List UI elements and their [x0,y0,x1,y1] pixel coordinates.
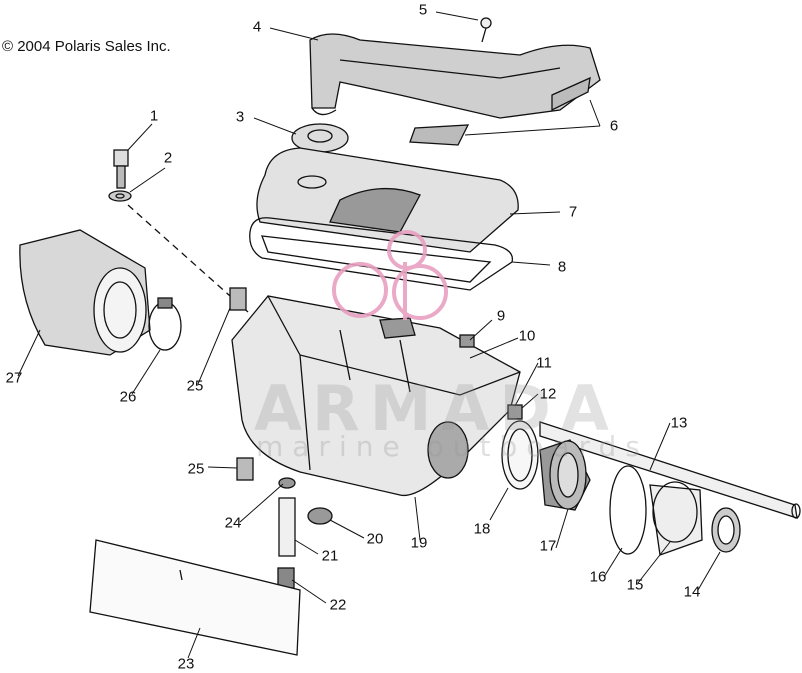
clamp-part-26 [148,297,182,351]
callout-10: 10 [518,327,536,345]
callout-23: 23 [177,655,195,673]
drain-cap-upper-part-25 [229,287,247,311]
callout-11: 11 [536,354,552,372]
leader-lines [17,11,721,659]
seal-ring-part-18 [501,420,539,490]
screw-part-5 [480,17,492,43]
callout-1: 1 [149,107,159,125]
callout-21: 21 [321,547,339,565]
callout-18: 18 [473,520,491,538]
callout-25-upper: 25 [186,377,204,395]
callout-9: 9 [496,307,506,325]
airbox-body-part-19 [231,295,521,497]
callout-4: 4 [252,18,262,36]
intake-duct-part-4 [309,33,601,119]
callout-8: 8 [557,258,567,276]
plug-part-20 [307,507,333,525]
callout-25-lower: 25 [187,460,205,478]
callout-20: 20 [366,530,384,548]
breather-tube-part-13 [539,421,801,519]
air-filter-part-27 [19,229,151,356]
callout-17: 17 [539,537,557,555]
copyright-notice: © 2004 Polaris Sales Inc. [2,38,171,55]
drain-cap-lower-part-25 [236,457,254,481]
lid-seal-part-8 [249,217,514,291]
fitting-part-9 [459,334,475,348]
callout-6: 6 [609,117,619,135]
airbox-lid-part-7 [256,147,519,253]
callout-26: 26 [119,388,137,406]
callout-27: 27 [5,369,23,387]
hose-clamp-part-14 [711,507,741,553]
washer-part-2 [108,190,132,202]
fitting-part-11 [507,404,523,420]
callout-13: 13 [670,414,688,432]
callout-16: 16 [589,568,607,586]
ring-clamp-part-16 [609,465,647,555]
rubber-boot-part-15 [649,481,703,556]
bolt-part-1 [113,149,129,189]
callout-15: 15 [626,576,644,594]
drain-tube-part-21 [278,497,296,557]
callout-7: 7 [568,203,578,221]
grommet-part-24 [278,477,296,489]
watermark-logo [332,230,448,320]
foam-pad-part-23 [89,539,301,656]
gasket-strips-part-6 [409,76,591,146]
callout-2: 2 [163,149,173,167]
callout-19: 19 [410,534,428,552]
boot-adapter-part-17 [539,439,591,511]
callout-22: 22 [329,596,347,614]
callout-5: 5 [418,1,428,19]
callout-3: 3 [235,108,245,126]
callout-14: 14 [683,583,701,601]
callout-12: 12 [539,385,557,403]
callout-24: 24 [224,514,242,532]
